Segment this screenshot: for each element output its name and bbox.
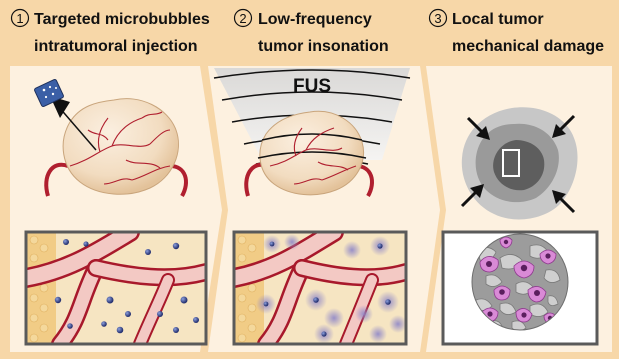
step-1-title-line2: intratumoral injection bbox=[34, 38, 198, 55]
step-2-number: 2 bbox=[239, 11, 246, 26]
step-2-title-line2: tumor insonation bbox=[258, 38, 389, 55]
step-1-number: 1 bbox=[16, 11, 23, 26]
step-2-title-line1: Low-frequency bbox=[258, 11, 372, 28]
zoom-box-2 bbox=[234, 232, 407, 344]
step-3-title-line2: mechanical damage bbox=[452, 38, 604, 55]
step-1-title-line1: Targeted microbubbles bbox=[34, 11, 210, 28]
step-3-number: 3 bbox=[434, 11, 441, 26]
zoom-box-3 bbox=[443, 232, 597, 344]
zoom-box-1 bbox=[26, 232, 206, 344]
fus-label: FUS bbox=[293, 76, 331, 97]
step-3-title-line1: Local tumor bbox=[452, 11, 544, 28]
damaged-tumor-lesion bbox=[462, 107, 578, 219]
